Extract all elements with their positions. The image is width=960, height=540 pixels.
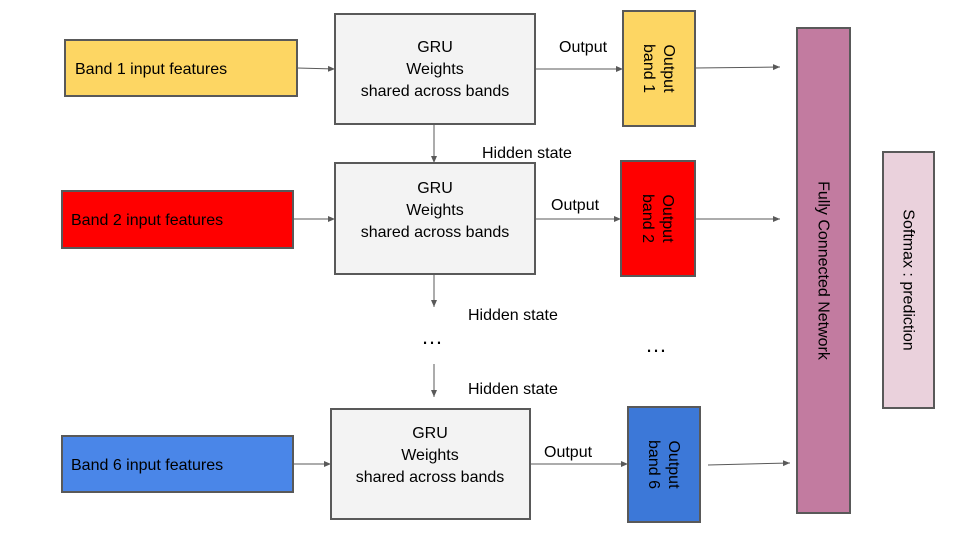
- fcn-box: [796, 27, 851, 514]
- output-arrow-label-1: Output: [559, 39, 608, 56]
- hidden-state-label-3: Hidden state: [468, 381, 558, 398]
- output-arrow-label-6: Output: [544, 444, 593, 461]
- output-band1-box: [622, 10, 696, 127]
- output-band1-line2: band 1: [640, 44, 657, 93]
- gru-title-1: GRU: [417, 39, 453, 56]
- softmax-box: [882, 151, 935, 409]
- output-band6: Output band 6: [627, 406, 701, 523]
- input-band1: Band 1 input features: [64, 39, 298, 97]
- hidden-state-label-1: Hidden state: [482, 145, 572, 162]
- gru-title-6: GRU: [412, 425, 448, 442]
- input-band1-box: [64, 39, 298, 97]
- output-band1: Output band 1: [622, 10, 696, 127]
- output-band2-line1: Output: [659, 194, 676, 243]
- softmax-label: Softmax : prediction: [900, 209, 917, 350]
- hidden-state-label-2: Hidden state: [468, 307, 558, 324]
- fully-connected-network: Fully Connected Network: [796, 27, 851, 514]
- gru-title-2: GRU: [417, 180, 453, 197]
- gru-box-2: [334, 162, 536, 275]
- arrow-band1-to-gru1: [296, 65, 336, 72]
- output-arrow-label-2: Output: [551, 197, 600, 214]
- input-band1-label: Band 1 input features: [75, 61, 227, 78]
- gru-box-6: [330, 408, 531, 520]
- input-band2-box: [61, 190, 294, 249]
- gru-box-1: [334, 13, 536, 125]
- gru-weights-1: Weights: [406, 61, 464, 78]
- arrow-output6-to-fcn: [707, 460, 791, 467]
- arrow-output1-to-fcn: [694, 64, 781, 71]
- input-band6-box: [61, 435, 294, 493]
- gru-block-1: GRU Weights shared across bands: [334, 13, 536, 125]
- output-band2-line2: band 2: [639, 194, 656, 243]
- input-band6-label: Band 6 input features: [71, 457, 223, 474]
- gru-weights-2: Weights: [406, 202, 464, 219]
- gru-shared-2: shared across bands: [361, 224, 510, 241]
- softmax-block: Softmax : prediction: [882, 151, 935, 409]
- gru-shared-1: shared across bands: [361, 83, 510, 100]
- gru-block-6: GRU Weights shared across bands: [330, 408, 531, 520]
- input-band2: Band 2 input features: [61, 190, 294, 249]
- ellipsis-gru: …: [421, 324, 443, 349]
- output-band2: Output band 2: [620, 160, 696, 277]
- ellipsis-output: …: [645, 332, 667, 357]
- output-band6-line2: band 6: [645, 440, 662, 489]
- input-band6: Band 6 input features: [61, 435, 294, 493]
- gru-block-2: GRU Weights shared across bands: [334, 162, 536, 275]
- output-band6-line1: Output: [665, 440, 682, 489]
- output-band2-box: [620, 160, 696, 277]
- output-band1-line1: Output: [660, 44, 677, 93]
- output-band6-box: [627, 406, 701, 523]
- input-band2-label: Band 2 input features: [71, 212, 223, 229]
- arrows: [293, 64, 791, 467]
- gru-weights-6: Weights: [401, 447, 459, 464]
- fcn-label: Fully Connected Network: [815, 181, 832, 361]
- gru-shared-6: shared across bands: [356, 469, 505, 486]
